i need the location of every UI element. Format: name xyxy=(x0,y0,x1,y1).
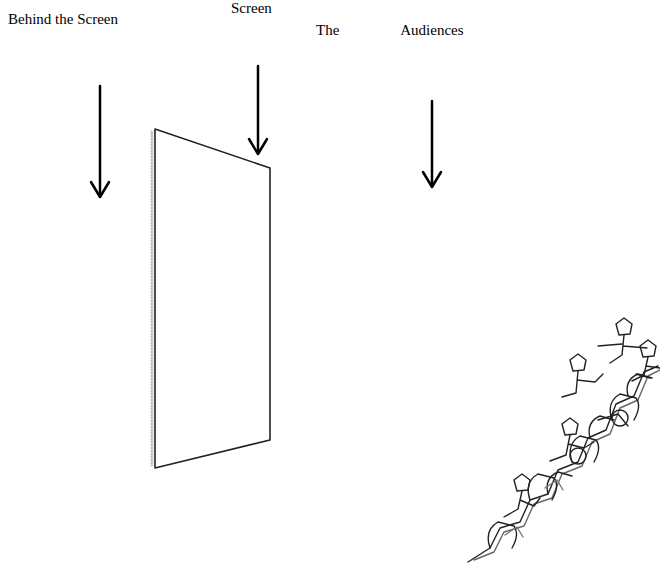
screen-panel xyxy=(149,129,270,468)
text-label: Screen xyxy=(231,0,272,17)
text-label: The Audiences xyxy=(316,22,464,39)
audience-sketch xyxy=(468,318,660,562)
text-label: Behind the Screen xyxy=(8,11,118,28)
